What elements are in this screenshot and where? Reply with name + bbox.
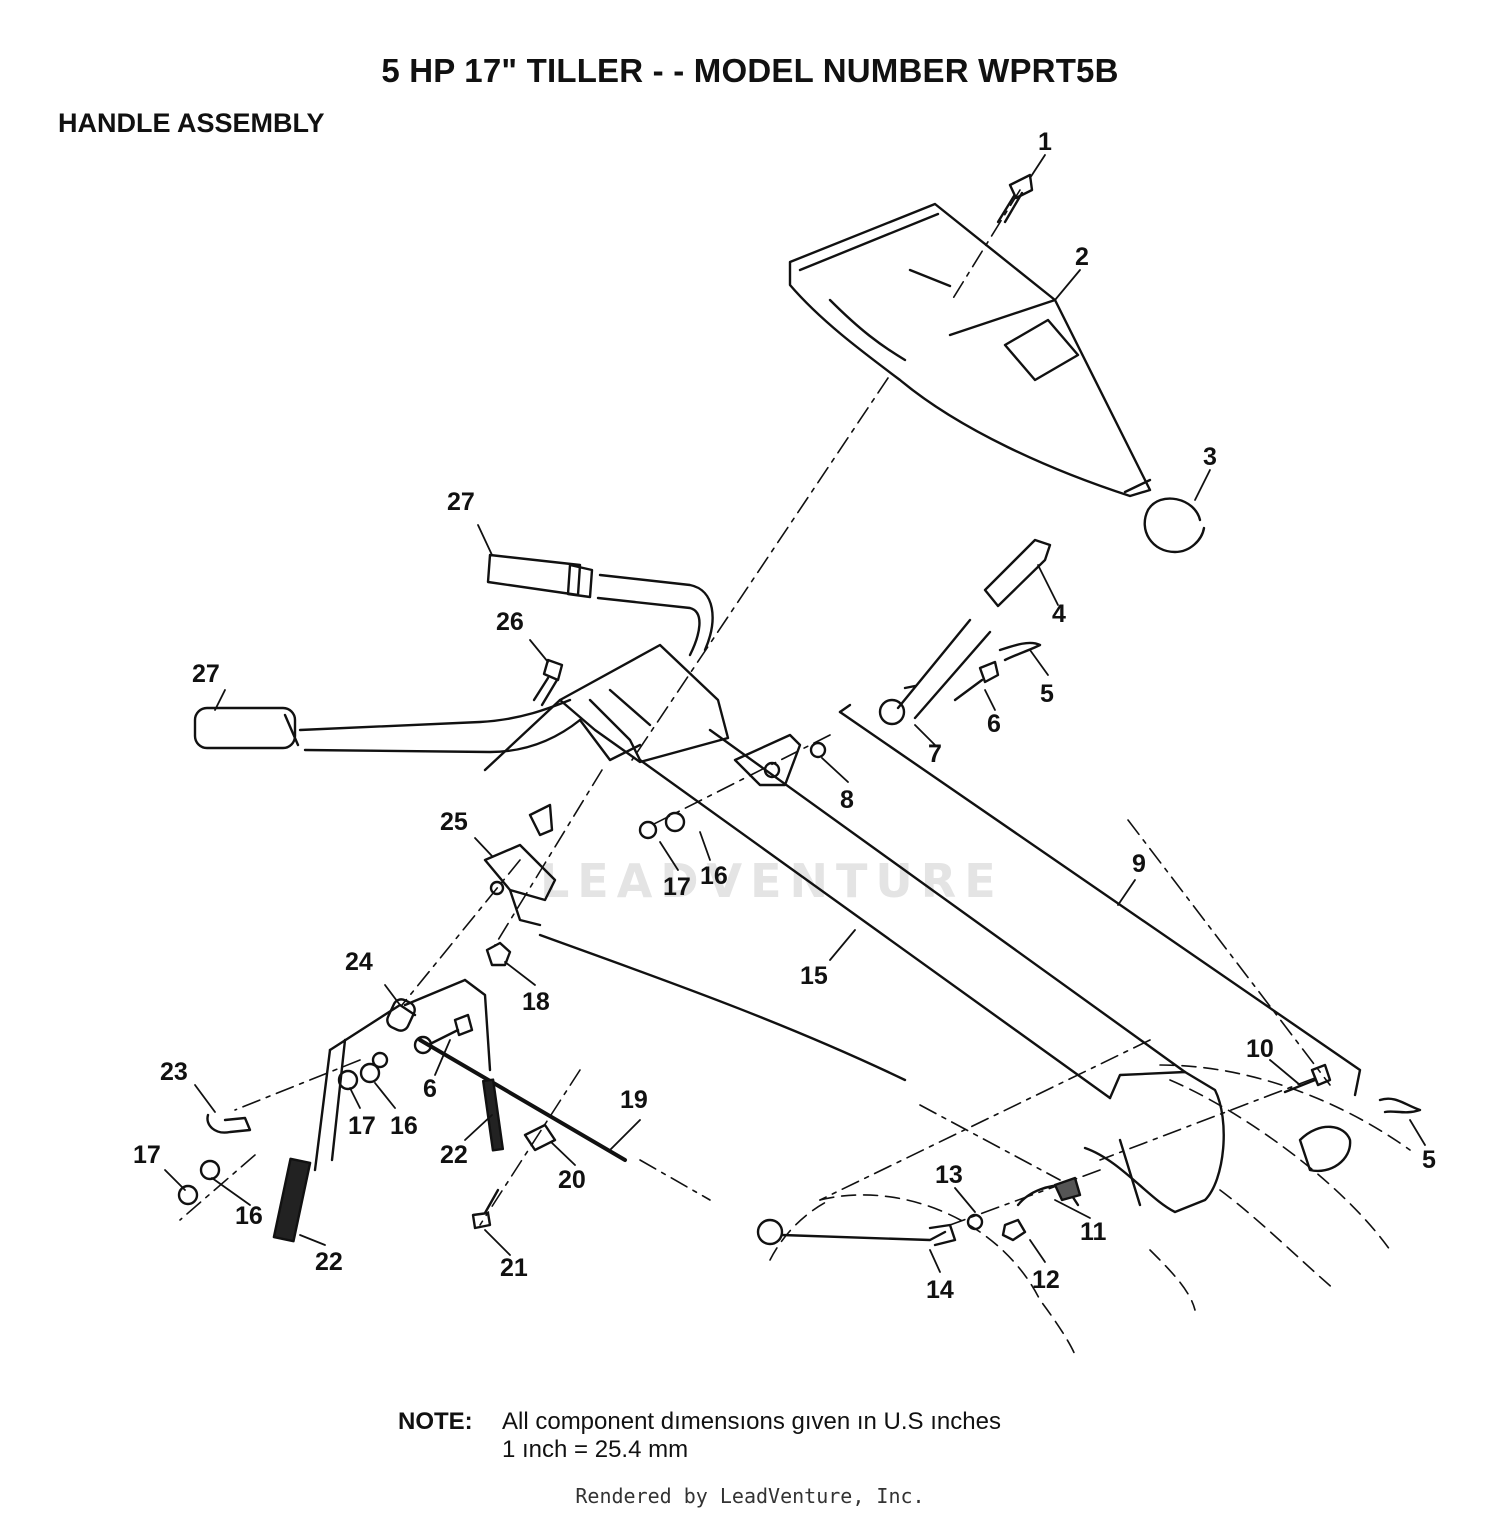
hex-nut	[485, 941, 512, 967]
callout-8: 8	[840, 786, 854, 814]
callout-6: 6	[987, 710, 1001, 738]
hairpin-clip	[998, 641, 1042, 662]
callout-16c: 16	[235, 1202, 263, 1230]
footer-credit: Rendered by LeadVenture, Inc.	[575, 1484, 925, 1508]
hairpin-clip	[1378, 1097, 1422, 1114]
washer	[359, 1062, 381, 1084]
leader-lines	[164, 154, 1426, 1273]
callout-14: 14	[926, 1276, 954, 1304]
callout-16b: 16	[390, 1112, 418, 1140]
callout-5b: 5	[1422, 1146, 1436, 1174]
callout-27b: 27	[192, 660, 220, 688]
washer	[177, 1184, 199, 1206]
console-panel	[788, 202, 1152, 498]
callout-22a: 22	[315, 1248, 343, 1276]
callout-18: 18	[522, 988, 550, 1016]
bail-lever	[313, 978, 492, 1172]
callout-19: 19	[620, 1086, 648, 1114]
callout-16a: 16	[700, 862, 728, 890]
right-grip	[486, 553, 582, 597]
callout-13: 13	[935, 1161, 963, 1189]
depth-bar	[756, 1218, 957, 1247]
note-line-2: 1 ınch = 25.4 mm	[502, 1436, 689, 1463]
callout-2: 2	[1075, 243, 1089, 271]
wing-knob	[1053, 1176, 1082, 1202]
lower-bolt	[413, 1013, 474, 1055]
callout-10: 10	[1246, 1035, 1274, 1063]
spring	[481, 1078, 505, 1152]
rod-bracket	[733, 733, 827, 787]
parts-diagram: LEADVENTURE	[133, 128, 1436, 1356]
callout-24: 24	[345, 948, 373, 976]
control-cable	[418, 1038, 627, 1162]
section-title: HANDLE ASSEMBLY	[58, 108, 325, 138]
callout-25: 25	[440, 808, 468, 836]
retaining-ring	[1143, 497, 1206, 554]
bolt	[532, 658, 564, 707]
callout-11: 11	[1080, 1218, 1107, 1246]
bolt	[1283, 1063, 1332, 1094]
shift-lever	[878, 538, 1052, 726]
washer	[638, 820, 658, 840]
washer	[337, 1069, 359, 1091]
note-label: NOTE:	[398, 1408, 473, 1435]
spring	[272, 1157, 312, 1243]
callout-17c: 17	[133, 1141, 161, 1169]
note-line-1: All component dımensıons gıven ın U.S ın…	[502, 1408, 1001, 1435]
shift-rod	[838, 703, 1362, 1097]
callout-21: 21	[500, 1254, 528, 1282]
callout-20: 20	[558, 1166, 586, 1194]
throttle-cable	[538, 933, 907, 1082]
page-title: 5 HP 17" TILLER - - MODEL NUMBER WPRT5B	[381, 52, 1119, 89]
callout-17b: 17	[348, 1112, 376, 1140]
callout-5: 5	[1040, 680, 1054, 708]
handlebar	[193, 553, 714, 772]
watermark-text: LEADVENTURE	[540, 854, 1004, 908]
callout-6b: 6	[423, 1075, 437, 1103]
throttle-control	[483, 803, 557, 927]
callout-12: 12	[1032, 1266, 1060, 1294]
hex-nut	[1001, 1218, 1027, 1242]
assembly-guide-lines	[179, 189, 1331, 1226]
callout-27a: 27	[447, 488, 475, 516]
left-grip	[193, 706, 297, 750]
callout-17a: 17	[663, 873, 691, 901]
cable-clip	[206, 1113, 252, 1134]
callout-7: 7	[928, 740, 942, 768]
lever-grip	[983, 538, 1052, 608]
washer	[664, 811, 686, 833]
callout-23: 23	[160, 1058, 188, 1086]
washer	[966, 1213, 984, 1231]
washer	[199, 1159, 221, 1181]
callout-15: 15	[800, 962, 828, 990]
dimension-note: NOTE: All component dımensıons gıven ın U…	[398, 1408, 1001, 1464]
callout-26: 26	[496, 608, 524, 636]
callout-1: 1	[1038, 128, 1052, 156]
rod-bracket-lower	[1298, 1125, 1352, 1173]
handle-bracket	[558, 643, 730, 764]
handle-tube	[638, 728, 1225, 1214]
cable-clamp	[523, 1123, 557, 1152]
callout-3: 3	[1203, 443, 1217, 471]
screw	[471, 1188, 500, 1230]
callout-4: 4	[1052, 600, 1066, 628]
tine-shield-outline	[769, 1064, 1411, 1356]
callout-22b: 22	[440, 1141, 468, 1169]
screw	[996, 173, 1034, 224]
callout-9: 9	[1132, 850, 1146, 878]
lever-bolt	[953, 660, 1000, 702]
